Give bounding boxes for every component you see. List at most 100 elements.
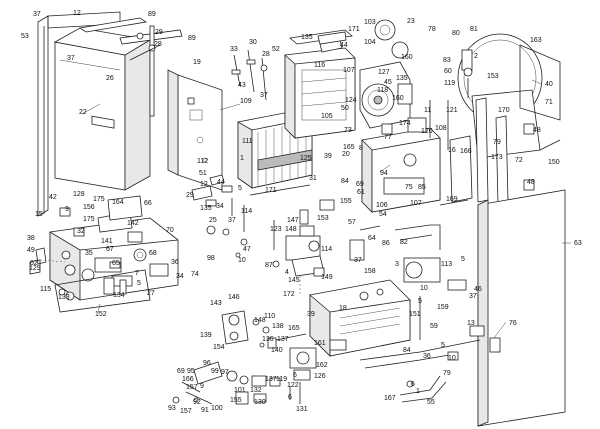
hydraulic-assembly [361, 100, 473, 213]
part-label-1: 1 [240, 155, 244, 162]
part-label-12: 12 [200, 181, 208, 188]
part-label-158: 158 [364, 268, 376, 275]
part-label-37: 37 [469, 293, 477, 300]
part-label-22: 22 [79, 109, 87, 116]
part-label-140: 140 [271, 347, 283, 354]
part-label-10: 10 [238, 257, 246, 264]
part-label-39: 39 [307, 311, 315, 318]
part-label-175: 175 [83, 216, 95, 223]
part-label-79: 79 [493, 139, 501, 146]
part-label-74: 74 [191, 271, 199, 278]
part-label-10: 10 [448, 355, 456, 362]
bottom-fittings [172, 361, 281, 405]
leader-lines [81, 79, 571, 339]
part-label-54: 54 [379, 211, 387, 218]
part-label-83: 83 [443, 57, 451, 64]
part-label-171: 171 [265, 187, 277, 194]
part-label-11: 11 [424, 107, 431, 114]
part-label-33: 33 [230, 46, 238, 53]
part-label-133: 133 [58, 294, 70, 301]
right-side-panel [477, 189, 566, 427]
part-label-32: 32 [77, 228, 85, 235]
part-label-69: 69 [356, 181, 364, 188]
part-label-89: 89 [188, 35, 196, 42]
part-label-38: 38 [27, 235, 35, 242]
pump-assembly [289, 347, 317, 404]
part-label-135: 135 [200, 205, 212, 212]
gas-valve-assembly [272, 199, 335, 296]
part-label-59: 59 [430, 323, 438, 330]
part-label-35: 35 [85, 250, 93, 257]
part-label-19: 19 [193, 59, 201, 66]
control-panel-housing [29, 195, 179, 301]
part-label-48: 48 [533, 127, 541, 134]
part-label-5: 5 [441, 342, 445, 349]
part-label-73: 73 [344, 127, 352, 134]
part-label-174: 174 [399, 120, 411, 127]
part-label-121: 121 [446, 107, 458, 114]
bracket-parts [191, 174, 233, 207]
part-label-84: 84 [341, 178, 349, 185]
bottom-right-pipes [359, 325, 501, 403]
part-label-110: 110 [264, 313, 275, 320]
part-label-25: 25 [209, 217, 217, 224]
part-label-168: 168 [460, 148, 472, 155]
part-label-93: 93 [168, 405, 176, 412]
part-label-44: 44 [340, 42, 348, 49]
side-panel [167, 69, 223, 191]
part-label-27: 27 [147, 290, 155, 297]
part-label-95: 95 [187, 368, 195, 375]
part-label-6: 6 [293, 372, 297, 379]
part-label-127: 127 [378, 69, 390, 76]
part-label-6: 6 [288, 394, 292, 401]
part-label-61: 61 [357, 189, 365, 196]
part-label-70: 70 [166, 227, 174, 234]
part-label-162: 162 [316, 362, 328, 369]
part-label-78: 78 [428, 26, 436, 33]
part-label-115: 115 [40, 286, 51, 293]
part-label-96: 96 [203, 360, 211, 367]
rear-cabinet-panel [53, 27, 152, 191]
part-label-28: 28 [262, 51, 270, 58]
part-label-104: 104 [364, 39, 376, 46]
part-label-98: 98 [207, 255, 215, 262]
part-label-143: 143 [210, 300, 222, 307]
part-label-142: 142 [127, 220, 139, 227]
part-label-8: 8 [359, 145, 363, 152]
part-label-86: 86 [382, 240, 390, 247]
part-label-31: 31 [309, 175, 317, 182]
part-label-65: 65 [112, 260, 120, 267]
part-label-34: 34 [216, 203, 224, 210]
part-label-169: 169 [446, 196, 458, 203]
part-label-155: 155 [340, 198, 352, 205]
part-label-37: 37 [228, 217, 236, 224]
part-label-171: 171 [348, 26, 360, 33]
part-label-72: 72 [515, 157, 523, 164]
part-label-149: 149 [321, 274, 333, 281]
part-label-120: 120 [421, 128, 433, 135]
part-label-81: 81 [470, 26, 478, 33]
part-label-37: 37 [260, 92, 268, 99]
small-discs [206, 198, 248, 258]
part-label-64: 64 [368, 235, 376, 242]
part-label-134: 134 [113, 292, 125, 299]
divertor-valve [221, 310, 307, 349]
control-front-cover [54, 269, 151, 313]
part-label-34: 34 [176, 273, 184, 280]
part-label-135: 135 [301, 34, 313, 41]
part-label-80: 80 [452, 30, 460, 37]
part-label-118: 118 [377, 87, 388, 94]
top-frame-rails [78, 17, 183, 117]
part-label-5: 5 [461, 256, 465, 263]
part-label-15: 15 [35, 211, 43, 218]
part-label-60: 60 [444, 68, 452, 75]
part-label-29: 29 [155, 29, 163, 36]
part-label-9: 9 [200, 383, 204, 390]
part-label-112: 112 [197, 158, 208, 165]
part-label-20: 20 [342, 151, 350, 158]
part-label-62: 62 [30, 260, 38, 267]
part-label-89: 89 [148, 11, 156, 18]
part-label-85: 85 [418, 184, 426, 191]
part-label-137: 137 [277, 336, 289, 343]
